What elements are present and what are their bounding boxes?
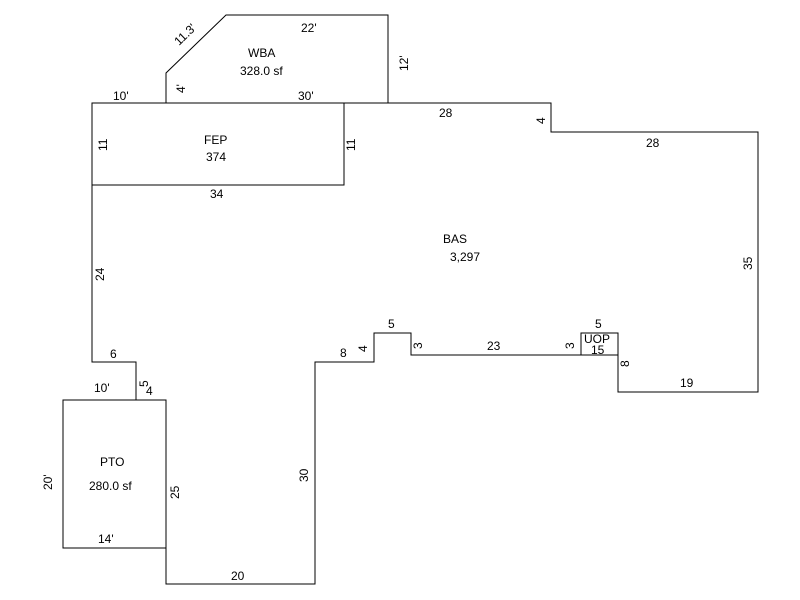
fep-name: FEP <box>204 133 227 147</box>
dim-v-8: 8 <box>618 360 632 367</box>
dim-bottom-20: 20 <box>231 569 245 583</box>
dim-vertical-30: 30 <box>297 468 311 482</box>
dim-step-4b: 4 <box>146 384 153 398</box>
pto-name: PTO <box>100 455 124 469</box>
pto-area: 280.0 sf <box>89 479 132 493</box>
uop-name: UOP <box>584 332 610 346</box>
dim-left-24: 24 <box>93 267 107 281</box>
dim-left-6: 6 <box>110 347 117 361</box>
dim-top-5: 5 <box>388 317 395 331</box>
dim-h-23: 23 <box>487 339 501 353</box>
dim-step-4: 4 <box>534 117 548 124</box>
fep-area: 374 <box>206 150 226 164</box>
bas-name: BAS <box>443 232 467 246</box>
dim-fep-right: 11 <box>344 138 358 151</box>
dim-step-5: 5 <box>137 380 151 387</box>
dim-right-top-28: 28 <box>646 136 660 150</box>
dim-uop-5: 5 <box>595 317 602 331</box>
dim-pto-right: 25 <box>168 485 182 499</box>
dim-wba-top: 22' <box>301 21 317 35</box>
wba-area: 328.0 sf <box>240 64 283 78</box>
wba-outline <box>165 14 389 104</box>
bas-outline <box>91 102 759 585</box>
dim-wba-diagonal: 11.3' <box>171 21 199 48</box>
wba-name: WBA <box>248 46 275 60</box>
dim-pto-bottom: 14' <box>98 532 114 546</box>
dim-top-28: 28 <box>439 106 453 120</box>
uop-area: 15 <box>591 343 605 357</box>
dim-pto-top: 10' <box>94 381 110 395</box>
dim-v-3a: 3 <box>411 342 425 349</box>
dim-h-8: 8 <box>340 346 347 360</box>
bas-area: 3,297 <box>450 250 480 264</box>
dim-fep-left: 11 <box>96 138 110 151</box>
pto-outline <box>62 399 167 549</box>
dim-fep-bottom: 34 <box>210 187 224 201</box>
uop-outline <box>580 332 619 356</box>
dim-h-19: 19 <box>680 376 694 390</box>
dim-top-left: 10' <box>113 89 129 103</box>
dim-wba-right: 12' <box>397 55 411 71</box>
dim-right-35: 35 <box>741 256 755 270</box>
dim-pto-left: 20' <box>41 474 55 490</box>
dim-v-3b: 3 <box>563 342 577 349</box>
dim-wba-left: 4' <box>174 84 188 93</box>
dim-wba-bottom: 30' <box>298 89 314 103</box>
dim-v-4: 4 <box>356 345 370 352</box>
